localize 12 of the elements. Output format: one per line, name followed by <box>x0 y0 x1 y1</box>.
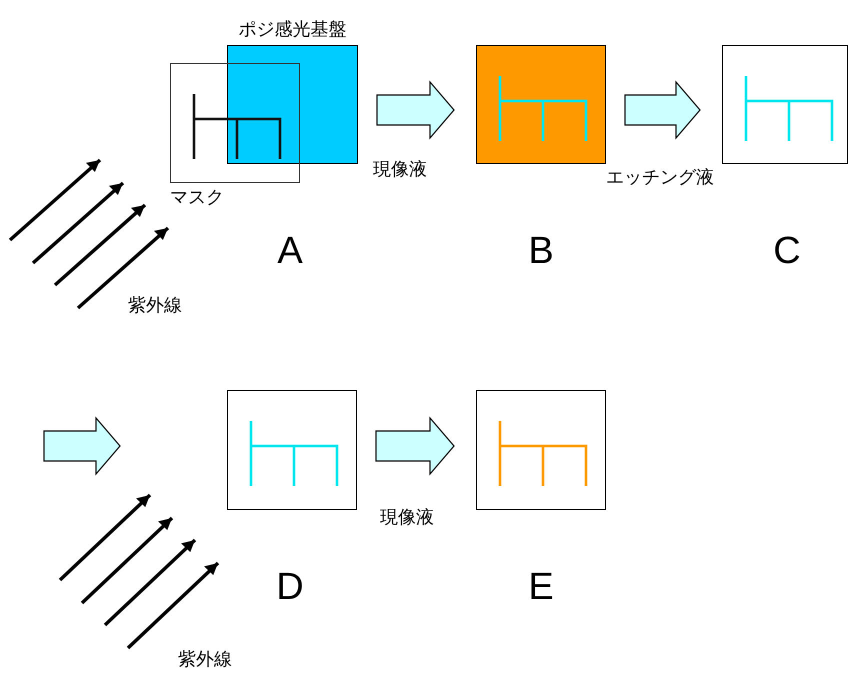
step-letter: B <box>528 232 554 270</box>
block-arrow <box>375 416 455 476</box>
board-label: ポジ感光基盤 <box>238 18 346 42</box>
step-letter: A <box>277 232 303 270</box>
board-label: マスク <box>170 186 224 210</box>
uv-label: 紫外線 <box>128 296 182 314</box>
block-arrow <box>624 80 701 140</box>
block-arrow <box>376 80 455 140</box>
step-letter: C <box>773 232 801 270</box>
step-letter: D <box>276 568 304 606</box>
step-letter: E <box>528 568 554 606</box>
uv-label: 紫外線 <box>178 650 232 668</box>
